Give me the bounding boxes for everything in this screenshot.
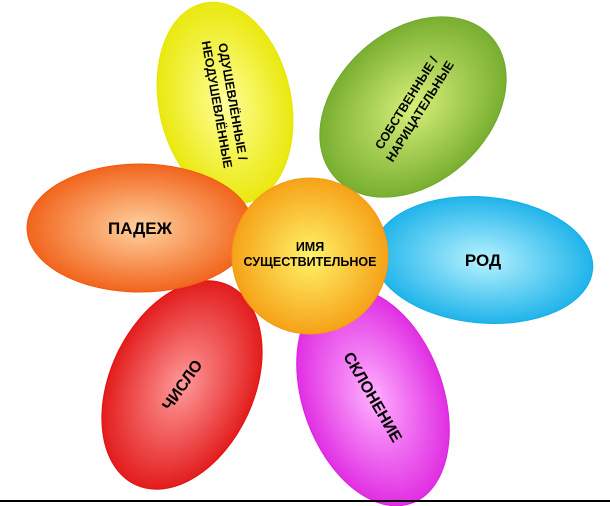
flower-center-circle [231,177,389,335]
flower-center-label-line: СУЩЕСТВИТЕЛЬНОЕ [244,255,377,269]
bottom-divider [0,500,610,502]
petal-animacy-shape [156,1,294,205]
petal-number-shape [101,280,263,490]
petal-gender-label: РОД [465,251,501,270]
petal-gender-label-line: РОД [465,251,501,270]
petal-declension: СКЛОНЕНИЕ [296,287,450,506]
petal-proper: СОБСТВЕННЫЕ /НАРИЦАТЕЛЬНЫЕ [319,16,507,198]
flower-center-label-line: ИМЯ [296,240,324,254]
petal-case-label-line: ПАДЕЖ [108,219,173,238]
petal-gender: РОД [372,196,594,324]
petal-case-label: ПАДЕЖ [108,219,173,238]
petal-animacy: ОДУШЕВЛЁННЫЕ /НЕОДУШЕВЛЁННЫЕ [156,1,294,205]
petal-proper-shape [319,16,507,198]
petal-case: ПАДЕЖ [26,163,254,293]
petal-number: ЧИСЛО [101,280,263,490]
